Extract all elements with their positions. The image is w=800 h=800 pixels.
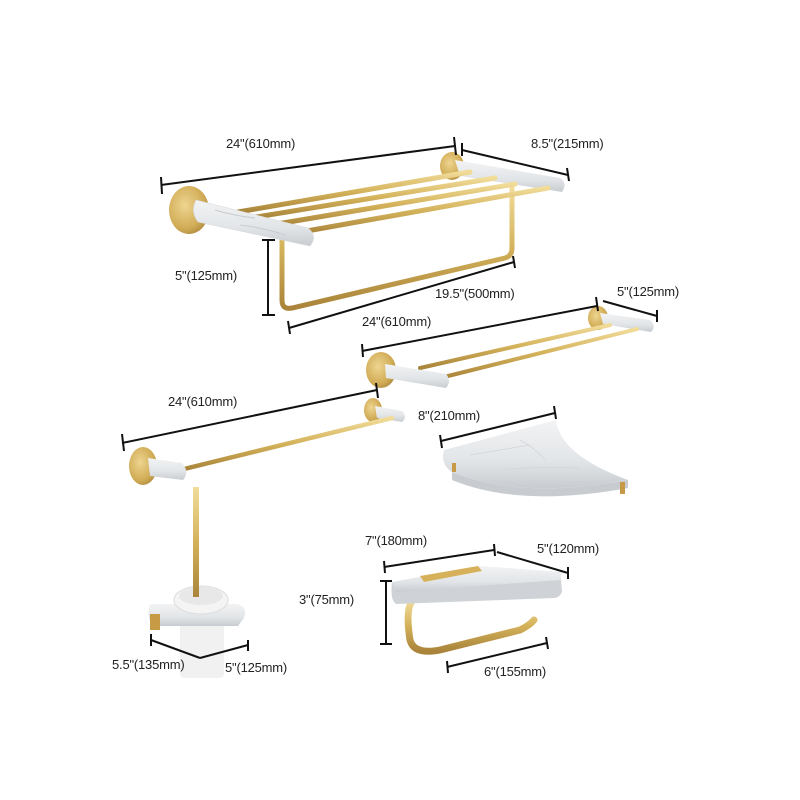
rack-length-label: 24"(610mm): [226, 136, 296, 151]
double-towel-bar-dimension-lines: [361, 296, 658, 358]
paper-holder-height-label: 3"(75mm): [299, 592, 355, 607]
corner-shelf: [443, 420, 628, 497]
rack-depth-label: 8.5"(215mm): [531, 136, 604, 151]
brush-holder-width-label: 5.5"(135mm): [112, 657, 185, 672]
towel-rack-dimension-lines: [160, 136, 570, 335]
single-towel-bar-dimension-lines: [121, 382, 379, 452]
toilet-paper-holder: [391, 566, 562, 655]
paper-holder-depth-label: 5"(120mm): [537, 541, 600, 556]
toilet-brush-holder: [148, 487, 245, 678]
single-towel-bar: [129, 398, 405, 485]
toilet-paper-holder-dimension-lines: [380, 543, 569, 674]
towel-rack-shelf: [169, 152, 565, 311]
double-bar-length-label: 24"(610mm): [362, 314, 432, 329]
double-bar-depth-label: 5"(125mm): [617, 284, 680, 299]
paper-holder-bar-length-label: 6"(155mm): [484, 664, 547, 679]
corner-shelf-dimension-line: [439, 405, 557, 449]
corner-shelf-width-label: 8"(210mm): [418, 408, 481, 423]
toilet-brush-dimension-lines: [150, 634, 249, 659]
rack-height-label: 5"(125mm): [175, 268, 238, 283]
double-towel-bar: [366, 306, 654, 388]
rack-bar-length-label: 19.5"(500mm): [435, 286, 515, 301]
brush-holder-depth-label: 5"(125mm): [225, 660, 288, 675]
single-bar-length-label: 24"(610mm): [168, 394, 238, 409]
paper-holder-width-label: 7"(180mm): [365, 533, 428, 548]
